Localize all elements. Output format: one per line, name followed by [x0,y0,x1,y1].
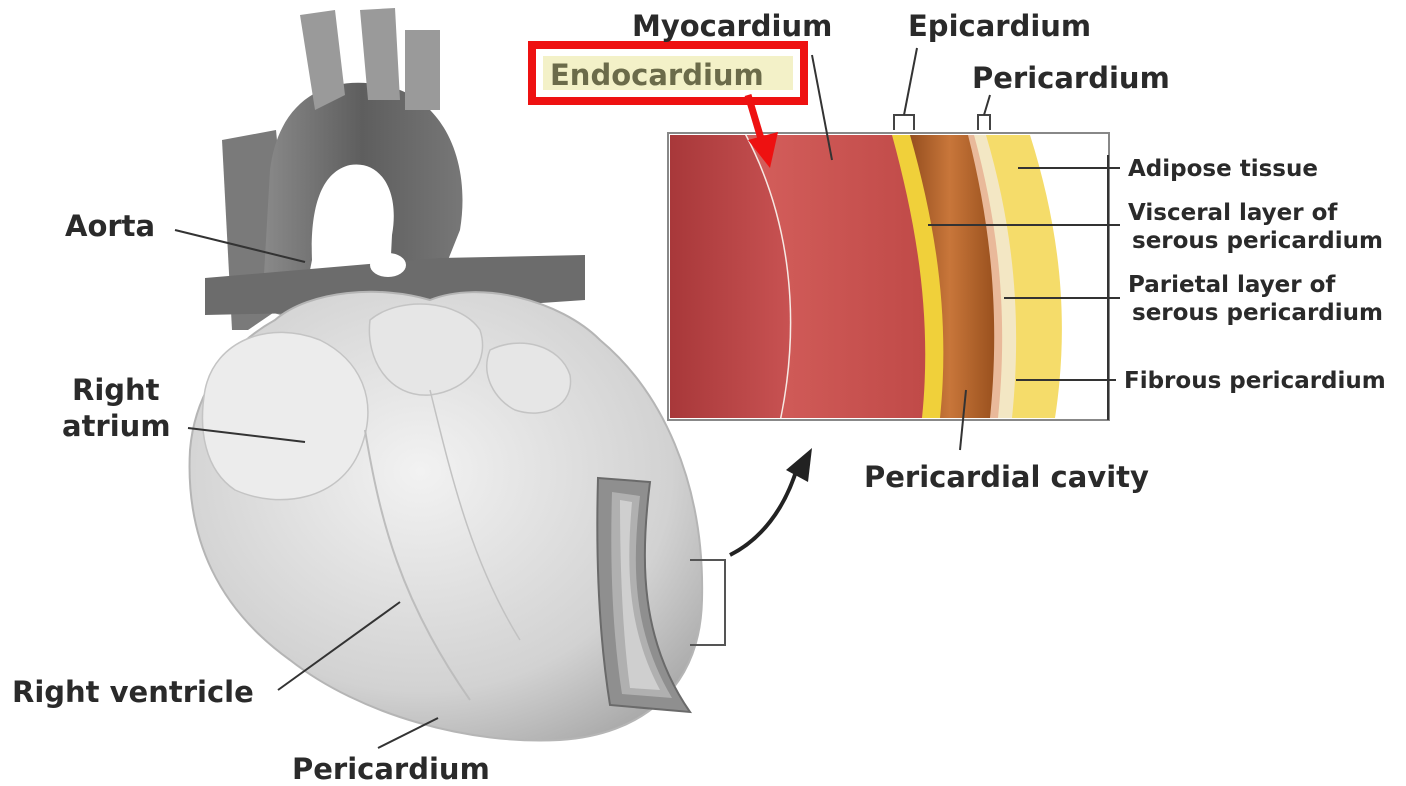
label-pericardium-bottom: Pericardium [292,752,490,786]
label-endocardium: Endocardium [550,58,764,92]
label-pericardium-top: Pericardium [972,61,1170,95]
label-adipose-tissue: Adipose tissue [1128,156,1318,182]
label-aorta: Aorta [65,209,155,243]
zoom-arrow [730,465,798,555]
heart-wall-inset [668,115,1109,420]
label-right-ventricle: Right ventricle [12,675,254,709]
label-visceral-line2: serous pericardium [1132,228,1383,254]
label-right-atrium-line2: atrium [62,409,171,443]
label-pericardial-cavity: Pericardial cavity [864,460,1149,494]
label-parietal-line1: Parietal layer of [1128,272,1336,298]
label-fibrous-pericardium: Fibrous pericardium [1124,368,1386,394]
right-atrium-shape [203,332,368,499]
label-parietal-line2: serous pericardium [1132,300,1383,326]
label-visceral-line1: Visceral layer of [1128,200,1338,226]
label-right-atrium-line1: Right [72,373,160,407]
aorta-top-branches [300,8,440,110]
label-myocardium: Myocardium [632,9,832,43]
label-epicardium: Epicardium [908,9,1091,43]
